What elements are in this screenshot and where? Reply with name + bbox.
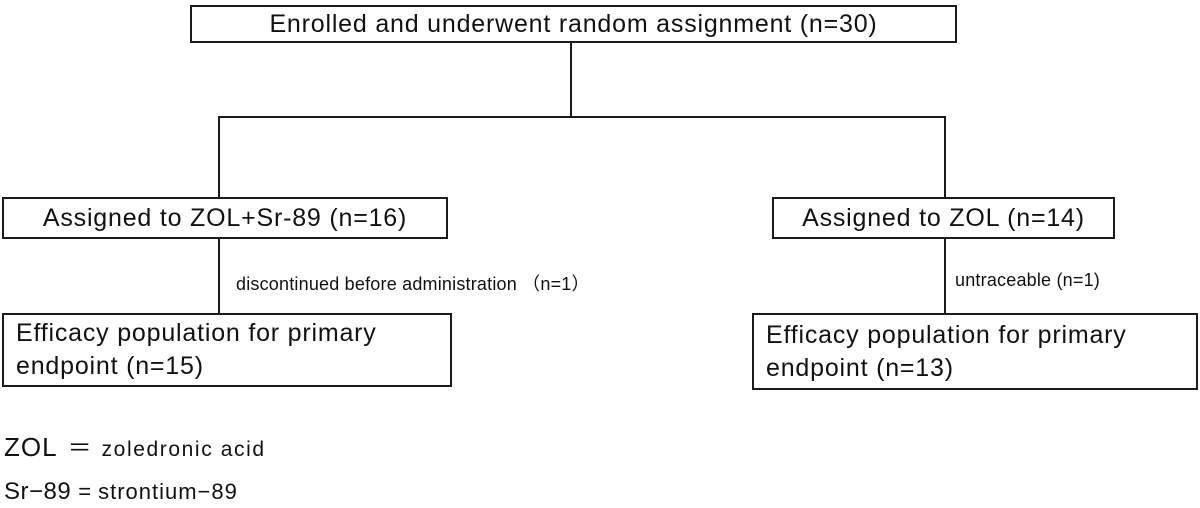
connector-top-vertical	[570, 42, 572, 118]
discontinued-annotation: discontinued before administration （n=1）	[236, 274, 590, 294]
efficacy-left-box: Efficacy population for primary endpoint…	[2, 313, 452, 387]
assigned-zol-box: Assigned to ZOL (n=14)	[772, 197, 1115, 239]
efficacy-right-box: Efficacy population for primary endpoint…	[752, 313, 1198, 390]
enrolled-box: Enrolled and underwent random assignment…	[190, 5, 957, 43]
legend-zol-definition: zoledronic acid	[101, 438, 266, 461]
legend-sr89-term: Sr−89	[4, 478, 72, 505]
assigned-zol-label: Assigned to ZOL (n=14)	[802, 203, 1085, 232]
enrolled-box-label: Enrolled and underwent random assignment…	[269, 9, 878, 38]
legend-zol-equals: ＝	[67, 435, 92, 462]
legend-sr89-definition: strontium−89	[98, 479, 238, 504]
untraceable-annotation: untraceable (n=1)	[955, 270, 1100, 290]
efficacy-right-label: Efficacy population for primary endpoint…	[766, 320, 1127, 382]
connector-right-drop	[944, 116, 946, 197]
efficacy-left-label: Efficacy population for primary endpoint…	[16, 319, 377, 380]
connector-horizontal	[218, 116, 946, 118]
legend-sr89-equals: =	[78, 479, 92, 504]
connector-right-lower	[944, 238, 946, 313]
assigned-zol-sr89-box: Assigned to ZOL+Sr-89 (n=16)	[2, 197, 448, 239]
legend-zol: ZOL ＝ zoledronic acid	[4, 428, 266, 463]
connector-left-drop	[218, 116, 220, 197]
connector-left-lower	[218, 238, 220, 313]
assigned-zol-sr89-label: Assigned to ZOL+Sr-89 (n=16)	[42, 203, 408, 232]
legend-zol-term: ZOL	[4, 432, 58, 462]
legend-sr89: Sr−89=strontium−89	[4, 478, 238, 506]
